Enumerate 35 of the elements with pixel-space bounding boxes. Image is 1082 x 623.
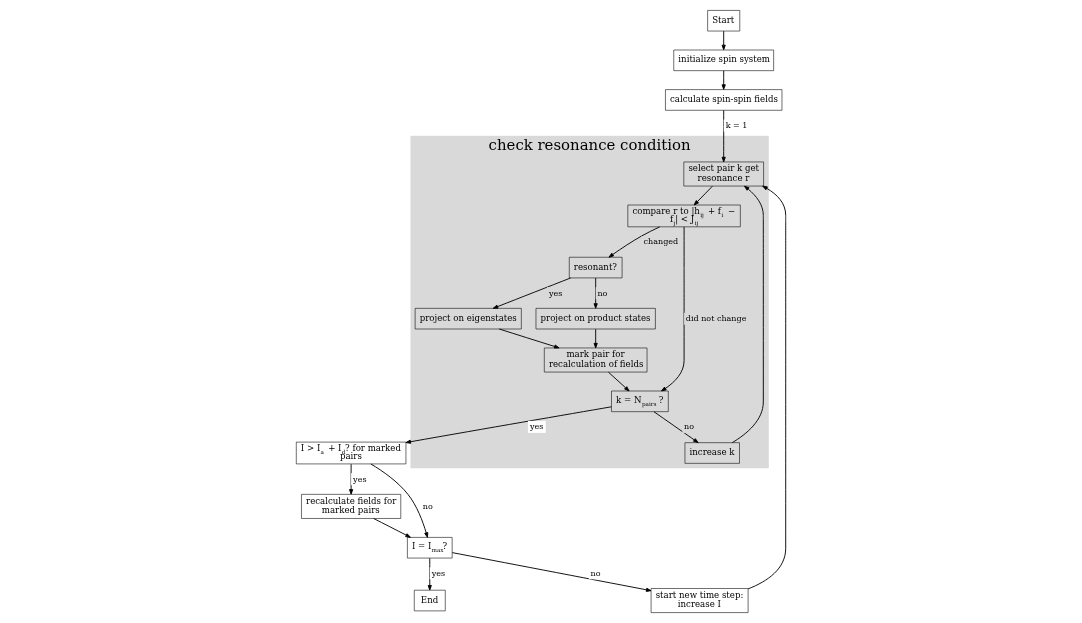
node-box: recalculate fields for marked pairs (301, 494, 402, 519)
arrow (721, 109, 726, 163)
node-box: I = I$_{max}$? (407, 537, 453, 559)
node-box: start new time step: increase I (650, 588, 749, 613)
node-box: compare r to |h$_{ij}$ + f$_{i}$ − f$_{j}$| < J$_{ij}$ (627, 204, 741, 228)
node-box: project on eigenstates (414, 308, 522, 330)
arrow (747, 185, 787, 590)
node-box: initialize spin system (673, 49, 774, 71)
arrow (349, 463, 354, 495)
arrow (405, 406, 612, 444)
node-box: Start (707, 10, 741, 32)
node-box: project on product states (535, 308, 656, 330)
arrow (498, 328, 560, 349)
arrow (721, 30, 726, 51)
node-box: mark pair for recalculation of fields (544, 347, 648, 373)
node-box: I > I$_{a}$ + I$_{d}$? for marked pairs (296, 441, 407, 465)
arrow (593, 328, 598, 349)
node-box: increase k (684, 442, 740, 464)
node-box: select pair k get resonance r (683, 161, 764, 187)
arrow (661, 226, 685, 392)
arrow (608, 226, 661, 258)
arrow (593, 277, 598, 309)
node-box: calculate spin-spin fields (665, 89, 783, 111)
node-box: k = N$_{pairs}$ ? (611, 390, 669, 412)
arrow (373, 518, 411, 538)
arrow (492, 277, 572, 309)
arrow (451, 552, 652, 592)
node-box: End (414, 589, 446, 612)
arrow (370, 463, 429, 538)
arrow (721, 70, 726, 90)
arrow (731, 185, 764, 444)
arrow (427, 557, 432, 591)
arrow (608, 371, 630, 392)
arrow (693, 185, 713, 206)
node-box: resonant? (569, 256, 623, 279)
